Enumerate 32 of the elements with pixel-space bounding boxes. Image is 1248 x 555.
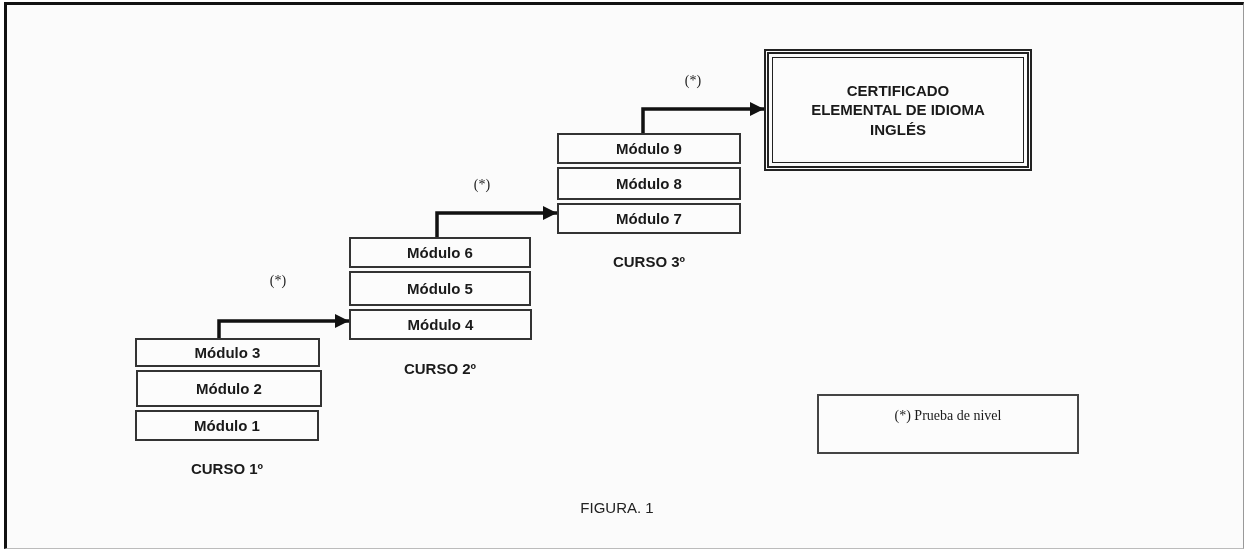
arrow: [641, 102, 764, 133]
module-box: [557, 167, 741, 200]
box-text: (*) Prueba de nivel: [894, 408, 1002, 424]
module-box: [349, 309, 532, 340]
arrow: [435, 206, 557, 237]
box-text: Módulo 6: [407, 244, 473, 261]
box-text: Módulo 4: [407, 316, 474, 333]
edge-label: (*): [267, 273, 289, 289]
figure-caption: FIGURA. 1: [580, 499, 654, 516]
arrow: [217, 314, 349, 338]
module-box: [349, 271, 531, 306]
box-text: Módulo 3: [194, 344, 261, 361]
box-text: Módulo 7: [616, 210, 682, 227]
module-box: [135, 338, 320, 367]
module-box: [557, 133, 741, 164]
module-box: [557, 203, 741, 234]
course-label: CURSO 2º: [403, 360, 477, 377]
module-box: [349, 237, 531, 268]
box-text: Módulo 8: [616, 175, 682, 192]
course-label: CURSO 1º: [190, 460, 264, 477]
edge-label: (*): [682, 73, 704, 89]
box-text: Módulo 1: [194, 417, 260, 434]
box-text: Módulo 9: [616, 140, 682, 157]
box-text: Módulo 2: [196, 380, 262, 397]
box-text: CERTIFICADO ELEMENTAL DE IDIOMA INGLÉS: [810, 80, 986, 140]
course-label: CURSO 3º: [612, 253, 686, 270]
edge-label: (*): [471, 177, 493, 193]
module-box: [136, 370, 322, 407]
note-box: [817, 394, 1079, 454]
module-box: [135, 410, 319, 441]
box-text: Módulo 5: [407, 280, 473, 297]
certificate-box: [764, 49, 1032, 171]
